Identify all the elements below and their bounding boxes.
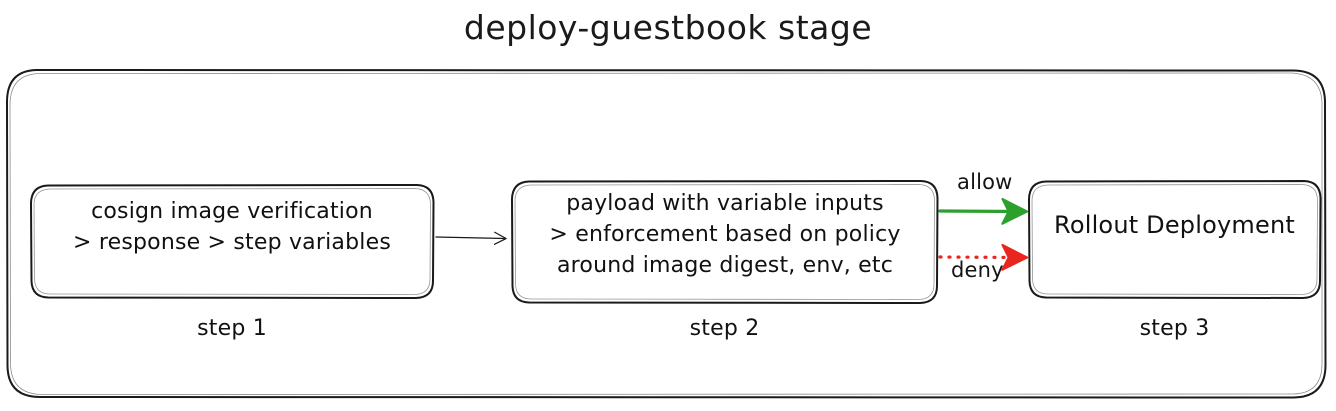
allow-edge-label: allow — [957, 170, 1013, 194]
edge-step1-to-step2 — [435, 237, 505, 239]
step1-node-label: cosign image verification > response > s… — [31, 196, 433, 258]
deny-edge-label: deny — [951, 258, 1004, 282]
step3-line-1: Rollout Deployment — [1054, 211, 1295, 239]
step1-line-2: > response > step variables — [73, 230, 391, 255]
step2-line-1: payload with variable inputs — [566, 191, 884, 216]
step1-caption: step 1 — [197, 316, 267, 341]
page-title: deploy-guestbook stage — [463, 8, 873, 47]
step2-line-3: around image digest, env, etc — [556, 253, 894, 278]
step1-line-1: cosign image verification — [91, 199, 373, 224]
step2-line-2: > enforcement based on policy — [549, 222, 901, 247]
step3-caption: step 3 — [1139, 316, 1210, 341]
step3-node-label: Rollout Deployment — [1029, 210, 1320, 241]
step2-caption: step 2 — [689, 316, 760, 341]
step2-node-label: payload with variable inputs > enforceme… — [505, 188, 945, 281]
edge-allow — [938, 197, 1029, 225]
